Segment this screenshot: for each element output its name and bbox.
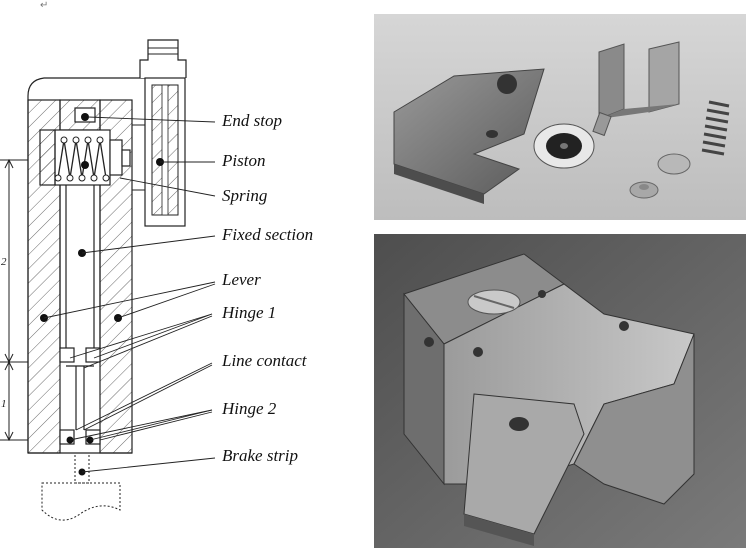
photo-disassembled: [374, 14, 746, 220]
piston-fitting: [139, 39, 187, 78]
dimension-lower-label: 1: [1, 398, 7, 410]
label-end-stop: End stop: [222, 111, 282, 130]
cross-section-drawing: [0, 39, 216, 521]
label-spring: Spring: [222, 186, 268, 205]
label-hinge-1: Hinge 1: [222, 303, 277, 322]
return-mark: ↵: [40, 0, 49, 11]
housing-outline: [27, 77, 148, 97]
end-stop-dot: [81, 113, 89, 121]
label-brake-strip: Brake strip: [222, 446, 299, 465]
hinge-1-right: [85, 347, 101, 363]
label-hinge-2: Hinge 2: [222, 399, 277, 418]
label-line-contact: Line contact: [222, 351, 307, 370]
hinge-1-left: [59, 347, 75, 363]
brake-strip-base: [41, 482, 121, 521]
photo-assembled: [374, 234, 746, 548]
dimension-upper-label: 2: [1, 256, 7, 268]
leader-lines: [43, 116, 216, 473]
label-fixed-section: Fixed section: [222, 225, 314, 244]
label-piston: Piston: [222, 151, 266, 170]
brake-diagram: 2 1 End stop Piston Spring Fixed section…: [0, 0, 370, 550]
spring-dot: [81, 161, 89, 169]
dimension-lines: [0, 158, 28, 442]
label-lever: Lever: [222, 270, 261, 289]
brake-strip: [74, 452, 90, 484]
